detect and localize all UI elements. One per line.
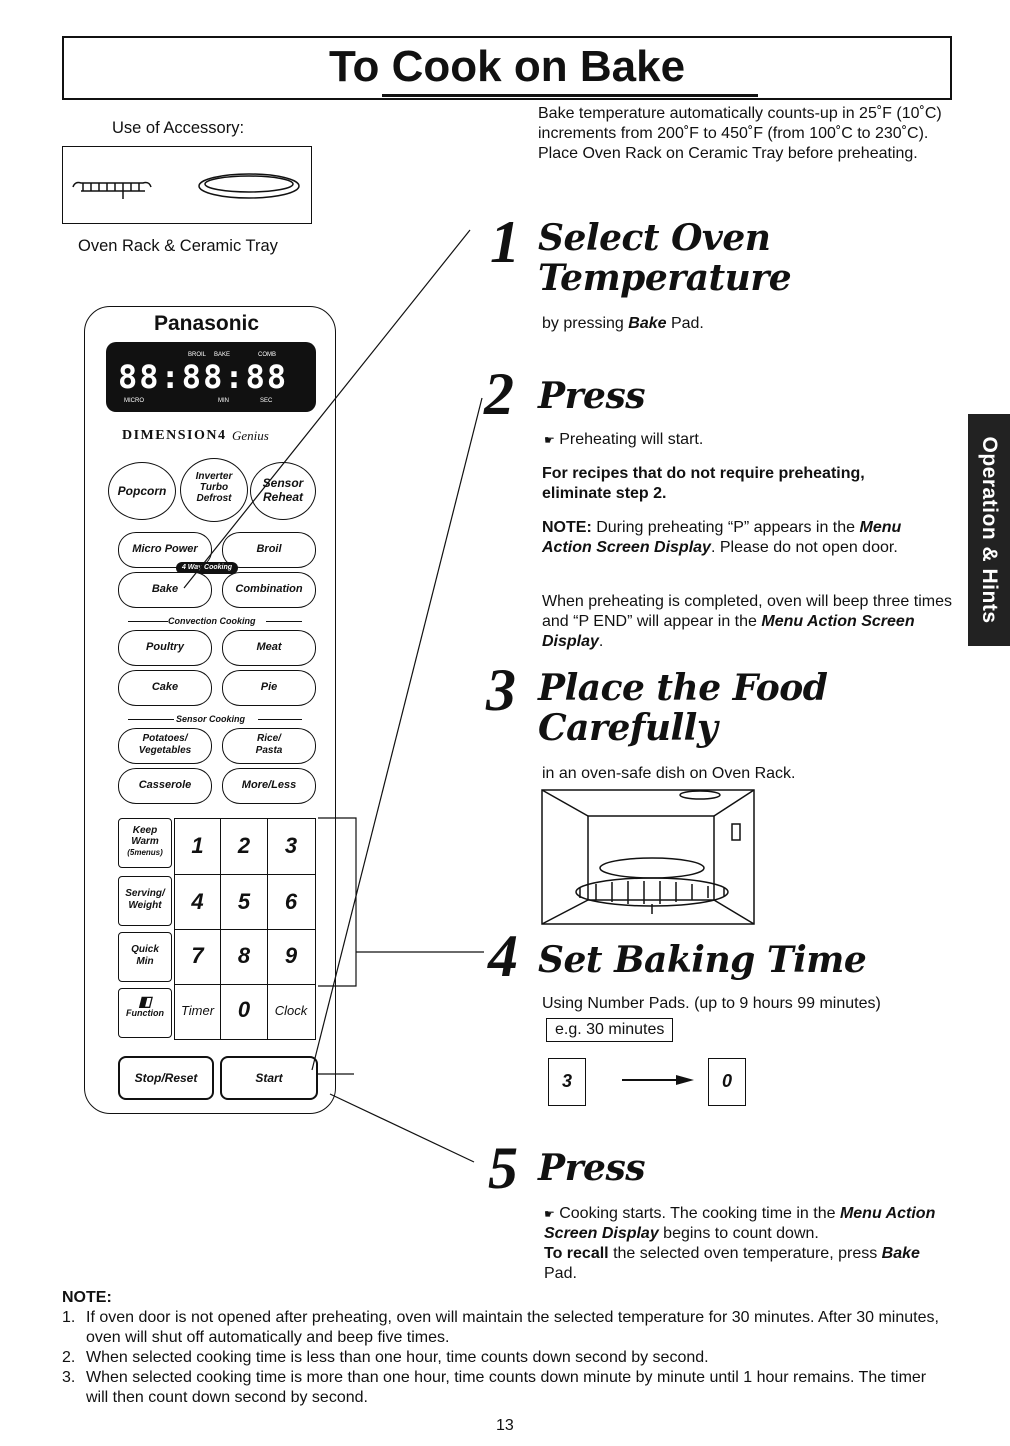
pad-3-digit: 3 [561, 1071, 572, 1091]
note-item-1: 1.If oven door is not opened after prehe… [62, 1309, 939, 1346]
pointer-icon: ☛ [544, 433, 555, 447]
note-item-3: 3.When selected cooking time is more tha… [62, 1369, 927, 1406]
lcd-bottom-min: MIN [218, 398, 229, 404]
number-1-button[interactable]: 1 [191, 833, 204, 858]
pointer-icon: ☛ [544, 1207, 555, 1221]
popcorn-button[interactable]: Popcorn [108, 462, 176, 520]
quick-min-button[interactable]: Quick Min [118, 932, 172, 982]
step-2-bold-note: For recipes that do not require preheati… [542, 465, 865, 502]
number-9-button[interactable]: 9 [284, 943, 298, 968]
step-1-title-line2: Temperature [538, 257, 792, 299]
step-3-number: 3 [486, 657, 516, 723]
sensor-reheat-button[interactable]: Sensor Reheat [250, 462, 316, 520]
lcd-top-broil: BROIL [188, 352, 207, 358]
page-number: 13 [496, 1417, 514, 1434]
cake-button[interactable]: Cake [118, 670, 212, 706]
accessory-box [62, 146, 312, 224]
potatoes-vegetables-button[interactable]: Potatoes/ Vegetables [118, 728, 212, 764]
oven-interior-illustration [541, 789, 755, 925]
control-panel [84, 306, 336, 1114]
lcd-digits: 88:88:88 [118, 358, 289, 396]
notes-list: 1.If oven door is not opened after prehe… [62, 1308, 942, 1408]
step-2-note: NOTE: During preheating “P” appears in t… [542, 519, 902, 556]
accessory-label: Use of Accessory: [112, 119, 245, 137]
combination-button[interactable]: Combination [222, 572, 316, 608]
step-1-text: by pressing Bake Pad. [542, 315, 704, 332]
step-1-title-line1: Select Oven [538, 217, 771, 259]
number-pad: 1 2 3 4 5 6 7 8 9 Timer 0 Clock [174, 818, 316, 1040]
step-2-complete: When preheating is completed, oven will … [542, 593, 952, 650]
bake-button[interactable]: Bake [118, 572, 212, 608]
inverter-turbo-defrost-button[interactable]: Inverter Turbo Defrost [180, 458, 248, 522]
pad-0-digit: 0 [721, 1071, 732, 1091]
title-underline [382, 94, 758, 97]
lcd-top-comb: COMB [258, 352, 276, 358]
number-6-button[interactable]: 6 [284, 889, 298, 914]
title-box: To Cook on Bake [62, 36, 952, 100]
function-button[interactable]: ◧ Function [118, 988, 172, 1038]
model-name: DIMENSION4 [122, 428, 227, 443]
step-4-title: Set Baking Time [538, 939, 867, 981]
step-4-text: Using Number Pads. (up to 9 hours 99 min… [542, 995, 881, 1012]
number-2-button[interactable]: 2 [237, 833, 251, 858]
lcd-display: BROIL BAKE COMB 88:88:88 MICRO MIN SEC [106, 342, 316, 412]
stop-reset-button[interactable]: Stop/Reset [118, 1056, 214, 1100]
brand-logo: Panasonic [154, 312, 260, 335]
note-item-2: 2.When selected cooking time is less tha… [62, 1349, 709, 1366]
more-less-button[interactable]: More/Less [222, 768, 316, 804]
step-4-number: 4 [488, 923, 518, 989]
convection-section-label: Convection Cooking [168, 616, 256, 626]
timer-button[interactable]: Timer [180, 1003, 215, 1018]
micro-power-button[interactable]: Micro Power [118, 532, 212, 568]
step-2-bullet: ☛ Preheating will start. [544, 431, 704, 448]
number-8-button[interactable]: 8 [237, 943, 251, 968]
step-3-title-line1: Place the Food [538, 667, 828, 709]
step-2-number: 2 [484, 361, 514, 427]
number-5-button[interactable]: 5 [237, 889, 251, 914]
serving-weight-button[interactable]: Serving/ Weight [118, 876, 172, 926]
poultry-button[interactable]: Poultry [118, 630, 212, 666]
side-tab: Operation & Hints [968, 414, 1010, 646]
pie-button[interactable]: Pie [222, 670, 316, 706]
keep-warm-button[interactable]: Keep Warm (5menus) [118, 818, 172, 868]
pad-3-box: 3 [548, 1058, 586, 1106]
number-7-button[interactable]: 7 [191, 943, 204, 968]
number-0-button[interactable]: 0 [237, 997, 251, 1022]
arrow-right-icon [622, 1075, 694, 1085]
lcd-top-bake: BAKE [214, 352, 231, 358]
number-4-button[interactable]: 4 [191, 889, 204, 914]
step-2-title: Press [538, 375, 645, 417]
step-4-example: e.g. 30 minutes [546, 1018, 674, 1042]
lcd-bottom-micro: MICRO [124, 398, 144, 404]
step-5-title: Press [538, 1147, 645, 1189]
four-way-cooking-badge: 4 Way Cooking [176, 562, 238, 574]
page-title: To Cook on Bake [328, 42, 686, 91]
step-5-number: 5 [488, 1135, 518, 1201]
broil-button[interactable]: Broil [222, 532, 316, 568]
start-button[interactable]: Start [220, 1056, 318, 1100]
clock-button[interactable]: Clock [274, 1003, 308, 1018]
sensor-cooking-section-label: Sensor Cooking [176, 714, 246, 724]
notes-heading: NOTE: [62, 1289, 112, 1306]
accessory-caption: Oven Rack & Ceramic Tray [78, 237, 278, 255]
step-3-title-line2: Carefully [538, 707, 718, 749]
step-1-number: 1 [490, 209, 520, 275]
lcd-bottom-sec: SEC [260, 398, 273, 404]
step-3-text: in an oven-safe dish on Oven Rack. [542, 765, 796, 782]
pad-0-box: 0 [708, 1058, 746, 1106]
model-script: Genius [232, 428, 269, 443]
meat-button[interactable]: Meat [222, 630, 316, 666]
step-5-bullet: ☛ Cooking starts. The cooking time in th… [544, 1205, 936, 1242]
rack-tray-icon [72, 173, 300, 199]
rice-pasta-button[interactable]: Rice/ Pasta [222, 728, 316, 764]
number-3-button[interactable]: 3 [284, 833, 298, 858]
intro-text: Bake temperature automatically counts-up… [538, 105, 942, 162]
step-5-recall: To recall the selected oven temperature,… [544, 1245, 920, 1282]
casserole-button[interactable]: Casserole [118, 768, 212, 804]
function-icon: ◧ [138, 993, 152, 1009]
